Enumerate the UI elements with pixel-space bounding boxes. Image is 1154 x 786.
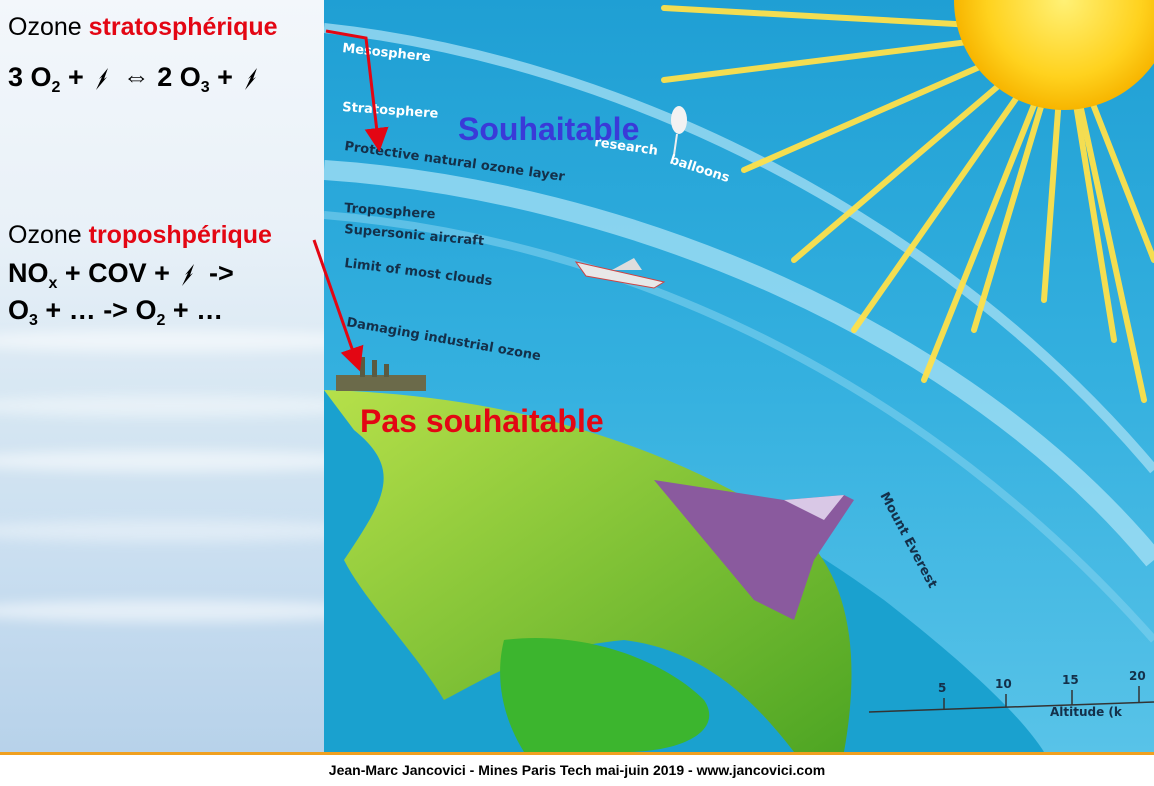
everest-snow [784,495,844,520]
altitude-tick-label: 15 [1062,673,1079,687]
left-panel [0,0,324,752]
altitude-tick-label: 20 [1129,669,1146,683]
eq-term: + … -> O [37,295,157,325]
altitude-tick-label: 10 [995,677,1012,691]
light-energy-icon [182,263,195,286]
eq-subscript: 2 [156,312,166,329]
eq-subscript: 3 [29,312,38,329]
footer-credit: Jean-Marc Jancovici - Mines Paris Tech m… [328,762,826,778]
footer-divider [0,752,1154,755]
altitude-scale [868,686,1154,713]
eq-term: + [209,62,241,92]
eq-subscript: 2 [51,79,61,96]
tropo-title-prefix: Ozone [8,221,82,249]
label-souhaitable: Souhaitable [458,111,639,147]
label-pas-souhaitable: Pas souhaitable [360,403,604,439]
eq-subscript: 3 [200,79,210,96]
tropo-ozone-title: Ozone troposhpérique [8,221,272,250]
mount-everest [654,480,854,620]
strat-equation: 3 O2 + ⇔ 2 O3 + [8,62,264,97]
eq-term: + COV + [57,258,178,288]
eq-term: O [8,295,30,325]
haze-streak [0,330,324,352]
eq-term: + … [165,295,224,325]
tropo-equation-line2: O3 + … -> O2 + … [8,295,223,330]
strat-title-word: stratosphérique [88,13,278,41]
land-mass [324,390,852,752]
eq-term: 3 O [8,62,52,92]
altitude-tick-label: 5 [938,681,946,695]
land-mass-south [500,638,710,752]
strat-ozone-title: Ozone stratosphérique [8,13,278,42]
eq-term: -> [208,258,234,288]
atmosphere-svg: Mesosphere Stratosphere research balloon… [324,0,1154,752]
label-troposphere: Troposphere [344,201,436,222]
eq-arrow: ⇔ [122,62,150,92]
eq-subscript: x [48,275,58,292]
sun [954,0,1154,110]
troposphere-band [324,211,1154,643]
research-balloon-icon [671,106,687,156]
eq-term: 2 O [149,62,201,92]
supersonic-aircraft-icon [574,258,666,289]
eq-term: NO [8,258,49,288]
haze-streak [0,520,324,542]
haze-streak [0,395,324,417]
light-energy-icon [245,67,258,90]
label-altitude: Altitude (k [1050,705,1123,719]
atmosphere-illustration: Mesosphere Stratosphere research balloon… [324,0,1154,752]
light-energy-icon [96,67,109,90]
haze-streak [0,600,324,622]
eq-term: + [60,62,92,92]
tropo-title-word: troposhpérique [88,221,272,249]
tropo-equation-line1: NOx + COV + -> [8,258,234,293]
strat-title-prefix: Ozone [8,13,82,41]
ozone-layer-band [324,160,1154,567]
haze-streak [0,450,324,472]
mesosphere-band [324,23,1154,474]
